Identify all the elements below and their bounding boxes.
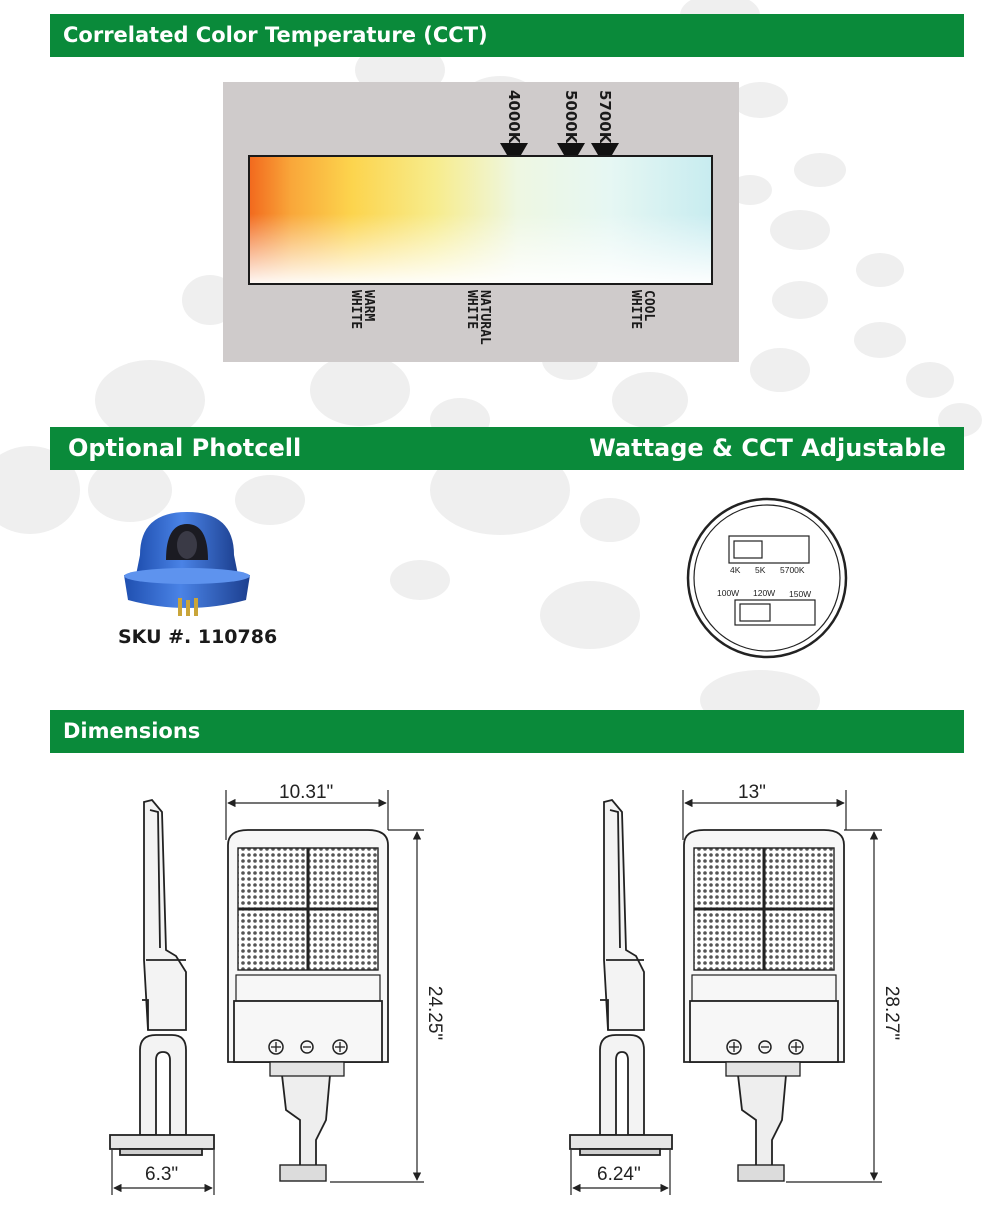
model-a-width: 10.31" xyxy=(279,782,334,803)
section-title-adjustable: Wattage & CCT Adjustable xyxy=(589,434,946,462)
model-a-depth: 6.3" xyxy=(145,1164,179,1185)
section-title-photocell: Optional Photcell xyxy=(68,434,302,462)
cct-option: 4K xyxy=(730,565,741,575)
model-b-side-view xyxy=(569,798,673,1156)
cct-scale-panel: 4000K 5000K 5700K WARM WHITE NATURAL WHI… xyxy=(223,82,739,362)
wattage-option: 120W xyxy=(753,588,775,598)
wattage-option: 150W xyxy=(789,589,811,599)
cct-option: 5700K xyxy=(780,565,805,575)
cct-switch-knob xyxy=(733,540,763,559)
section-header-photocell: Optional Photcell Wattage & CCT Adjustab… xyxy=(50,427,964,470)
section-title-dimensions: Dimensions xyxy=(63,719,201,743)
section-header-dimensions: Dimensions xyxy=(50,710,964,753)
model-b-height: 28.27" xyxy=(881,985,902,1041)
dimension-lines xyxy=(111,790,882,1195)
wattage-option: 100W xyxy=(717,588,739,598)
cct-gradient-bar xyxy=(248,155,713,285)
cct-switch-track xyxy=(728,535,810,564)
model-a-front-view xyxy=(227,829,389,1182)
photocell-sku: SKU #. 110786 xyxy=(118,626,278,648)
model-b-front-view xyxy=(683,829,845,1182)
model-b-width: 13" xyxy=(738,782,766,803)
wattage-switch-knob xyxy=(739,603,771,622)
section-title-cct: Correlated Color Temperature (CCT) xyxy=(63,23,488,47)
model-a-side-view xyxy=(109,798,215,1156)
model-b-depth: 6.24" xyxy=(597,1164,641,1185)
wattage-switch-track xyxy=(734,599,816,626)
section-header-cct: Correlated Color Temperature (CCT) xyxy=(50,14,964,57)
model-a-height: 24.25" xyxy=(424,985,445,1041)
cct-option: 5K xyxy=(755,565,766,575)
